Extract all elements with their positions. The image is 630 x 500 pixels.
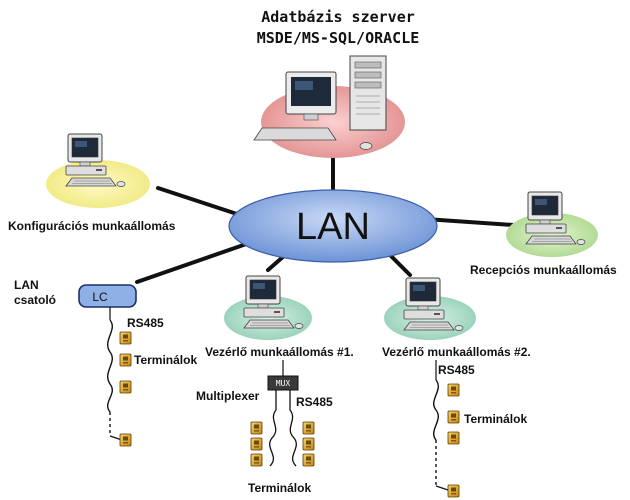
mux-terminal-r3 (302, 453, 315, 467)
multiplexer-label: Multiplexer (196, 389, 260, 403)
mux-box-label: MUX (276, 379, 291, 388)
link-config (156, 186, 242, 217)
mux-rs485-label: RS485 (296, 395, 333, 409)
lan-links (135, 156, 530, 284)
left-terminal-1 (119, 331, 132, 345)
reception-workstation[interactable]: Recepciós munkaállomás (470, 191, 617, 277)
lc-box-label: LC (92, 290, 108, 304)
left-terminal-4 (119, 433, 132, 447)
left-terminal-2 (119, 353, 132, 367)
control2-label: Vezérlő munkaállomás #2. (382, 345, 531, 359)
mux-terminal-l1 (250, 421, 263, 435)
mux-terminal-r1 (302, 421, 315, 435)
config-workstation[interactable]: Konfigurációs munkaállomás (8, 133, 176, 233)
mux-box[interactable] (267, 375, 299, 391)
lan-label: LAN (296, 206, 370, 248)
mux-terminal-l2 (250, 437, 263, 451)
server-mouse-icon (359, 142, 373, 150)
lan-hub[interactable]: LAN (228, 189, 438, 263)
control1-label: Vezérlő munkaállomás #1. (205, 345, 354, 359)
server-monitor-icon (285, 71, 337, 121)
mux-terminal-r2 (302, 437, 315, 451)
mux-bus-left (269, 390, 277, 467)
control1-disk (224, 296, 312, 340)
server-subtitle: MSDE/MS-SQL/ORACLE (257, 29, 420, 47)
right-terminal-1 (447, 383, 460, 397)
server-keyboard-icon (253, 127, 337, 141)
right-rs485-bus: RS485 Terminálok (433, 360, 527, 498)
mux-terminals-label: Terminálok (248, 481, 311, 495)
mux-bus-right (289, 390, 297, 467)
right-terminal-4 (447, 484, 460, 498)
reception-label: Recepciós munkaállomás (470, 263, 617, 277)
lan-adapter-label-1: LAN (14, 278, 39, 292)
control-workstation-2[interactable]: Vezérlő munkaállomás #2. (382, 277, 531, 359)
server-title: Adatbázis szerver (261, 8, 415, 26)
lan-adapter[interactable]: LAN csatoló LC (14, 278, 137, 308)
left-rs485-bus: RS485 Terminálok (107, 307, 197, 447)
right-rs485-label: RS485 (438, 363, 475, 377)
left-terminal-3 (119, 380, 132, 394)
config-label: Konfigurációs munkaállomás (8, 219, 176, 233)
multiplexer-branch: MUX Multiplexer RS485 Terminálok (196, 360, 333, 495)
lan-ellipse (228, 189, 438, 263)
right-terminal-3 (447, 431, 460, 445)
database-server[interactable]: Adatbázis szerver MSDE/MS-SQL/ORACLE (253, 8, 420, 158)
control-workstation-1[interactable]: Vezérlő munkaállomás #1. (205, 275, 354, 359)
server-tower-icon (349, 55, 387, 131)
left-rs485-label: RS485 (127, 316, 164, 330)
left-bus-line (107, 319, 113, 413)
lc-box (78, 284, 137, 308)
link-lan-adapter (135, 240, 254, 284)
lan-adapter-label-2: csatoló (14, 293, 56, 307)
link-reception (423, 217, 530, 228)
mux-terminal-l3 (250, 453, 263, 467)
left-terminals-label: Terminálok (134, 353, 197, 367)
right-terminals-label: Terminálok (464, 412, 527, 426)
right-bus-line (433, 379, 439, 441)
right-terminal-2 (447, 410, 460, 424)
